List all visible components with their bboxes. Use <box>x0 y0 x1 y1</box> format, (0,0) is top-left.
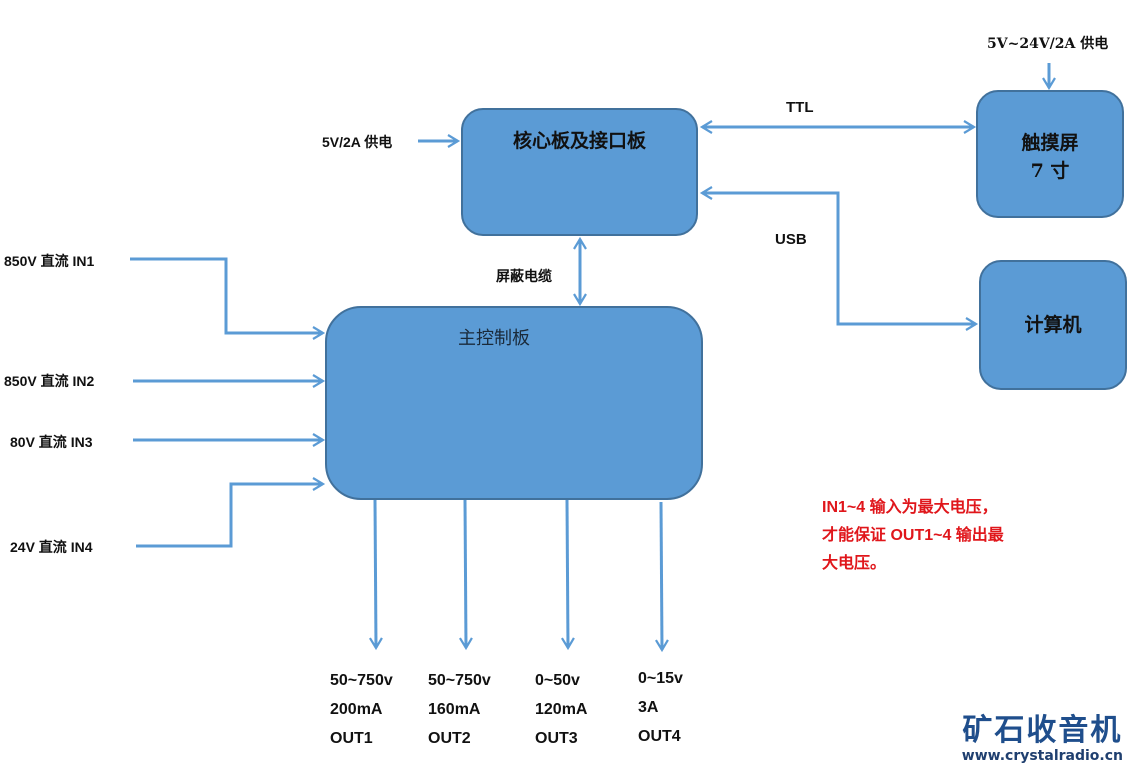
out3-name: OUT3 <box>535 730 578 747</box>
out4-current: 3A <box>638 699 659 716</box>
touch-power-label: 5V~24V/2A 供电 <box>987 36 1109 52</box>
note-line-2: 才能保证 OUT1~4 输出最 <box>822 527 1004 544</box>
out2-voltage: 50~750v <box>428 672 491 689</box>
out4-arrow <box>654 501 669 653</box>
touchscreen-block: 触摸屏 7 寸 <box>976 90 1124 218</box>
out2-name: OUT2 <box>428 730 471 747</box>
usb-label: USB <box>775 231 807 248</box>
in4-arrow <box>136 477 326 548</box>
touchscreen-size: 7 寸 <box>1030 160 1070 182</box>
out2-arrow <box>458 499 473 651</box>
core-board-title: 核心板及接口板 <box>512 130 646 152</box>
watermark-logo: 矿石收音机 www.crystalradio.cn <box>961 713 1123 765</box>
input-label-in3: 80V 直流 IN3 <box>10 434 93 450</box>
output-out2: 50~750v 160mA OUT2 <box>428 666 491 753</box>
out4-voltage: 0~15v <box>638 670 683 687</box>
ttl-label: TTL <box>786 99 814 116</box>
watermark-name: 矿石收音机 <box>962 713 1123 748</box>
out3-arrow <box>560 499 575 651</box>
input-label-in2: 850V 直流 IN2 <box>4 373 95 389</box>
out1-current: 200mA <box>330 701 383 718</box>
output-out1: 50~750v 200mA OUT1 <box>330 666 393 753</box>
output-out4: 0~15v 3A OUT4 <box>638 664 683 751</box>
input-label-in4: 24V 直流 IN4 <box>10 539 93 555</box>
main-board-title: 主控制板 <box>458 328 530 349</box>
note-line-1: IN1~4 输入为最大电压， <box>822 499 998 516</box>
out1-voltage: 50~750v <box>330 672 393 689</box>
core-board-block: 核心板及接口板 <box>461 108 698 236</box>
out4-name: OUT4 <box>638 728 681 745</box>
out3-voltage: 0~50v <box>535 672 580 689</box>
watermark-url: www.crystalradio.cn <box>961 748 1123 764</box>
in1-arrow <box>130 257 326 340</box>
core-power-label: 5V/2A 供电 <box>322 134 393 150</box>
shield-cable-label: 屏蔽电缆 <box>496 268 552 284</box>
usb-link-arrow <box>699 186 976 326</box>
input-label-in1: 850V 直流 IN1 <box>4 253 95 269</box>
computer-block: 计算机 <box>979 260 1127 390</box>
voltage-note: IN1~4 输入为最大电压， 才能保证 OUT1~4 输出最 大电压。 <box>822 494 1004 578</box>
out3-current: 120mA <box>535 701 588 718</box>
output-out3: 0~50v 120mA OUT3 <box>535 666 587 753</box>
out1-name: OUT1 <box>330 730 373 747</box>
touchscreen-title: 触摸屏 <box>1021 132 1079 154</box>
out2-current: 160mA <box>428 701 481 718</box>
out1-arrow <box>368 499 383 651</box>
main-board-block: 主控制板 <box>325 306 703 500</box>
note-line-3: 大电压。 <box>822 555 887 572</box>
computer-title: 计算机 <box>1024 314 1082 336</box>
